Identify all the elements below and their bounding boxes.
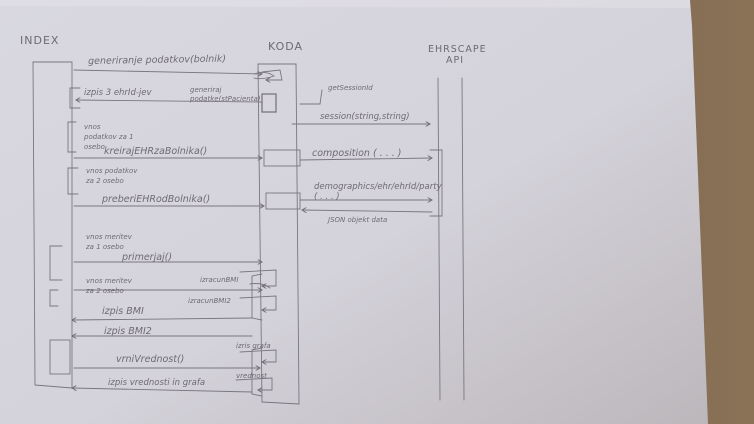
self-loop-graf <box>239 349 277 362</box>
msg-json: JSON objekt data <box>328 216 388 224</box>
arrow-json <box>302 210 433 212</box>
koda-lifeline-left <box>257 63 263 403</box>
header-api: API <box>446 55 465 66</box>
arrow-composition <box>299 158 432 160</box>
arrow-generiranje <box>73 69 262 74</box>
header-index: INDEX <box>20 34 60 47</box>
koda-activation-1 <box>261 93 277 113</box>
koda-lifeline-bottom <box>261 401 300 405</box>
koda-activation-2 <box>263 149 301 167</box>
arrow-izpis-bmi <box>72 318 253 320</box>
msg-izracun-bmi2: izracunBMI2 <box>188 297 231 305</box>
msg-meritve-1: vnos meritev za 1 osebo <box>86 233 132 251</box>
index-lifeline-bottom <box>34 384 73 389</box>
msg-meritve-2: vnos meritev za 2 osebo <box>86 277 132 295</box>
msg-izpis-bmi2: izpis BMI2 <box>104 326 152 337</box>
msg-demographics: demographics/ehr/ehrId/party ( . . . ) <box>314 182 442 202</box>
arrow-izpis-vrednosti <box>72 388 253 393</box>
msg-izpis-bmi: izpis BMI <box>102 306 144 317</box>
paper-highlight <box>0 0 690 8</box>
msg-vrednost: vrednost <box>236 372 267 380</box>
koda-lifeline-right <box>295 63 300 405</box>
index-activation-4 <box>49 245 63 281</box>
msg-izpis-vrednosti: izpis vrednosti in grafa <box>108 378 206 388</box>
koda-activation-3 <box>265 192 301 210</box>
index-lifeline-left <box>32 61 36 386</box>
arrow-getsession <box>299 89 323 105</box>
ehrscape-bracket <box>429 149 443 217</box>
msg-generiraj-podatke: generiraj podatke(stPacienta) <box>190 86 261 103</box>
scribble-1 <box>253 71 275 80</box>
index-activation-5 <box>49 289 59 307</box>
koda-activation-5 <box>251 347 263 397</box>
msg-session: session(string,string) <box>320 112 410 122</box>
msg-primerjaj: primerjaj() <box>122 252 173 263</box>
paper-sheet <box>0 0 708 424</box>
ehrscape-lifeline-right <box>461 77 465 401</box>
index-activation-3 <box>67 167 79 195</box>
msg-vnos-2: vnos podatkov za 2 osebo <box>86 167 138 185</box>
header-ehrscape: EHRSCAPE <box>428 44 487 55</box>
ehrscape-lifeline-left <box>437 77 441 401</box>
self-loop-bmi2 <box>239 295 277 310</box>
header-koda: KODA <box>268 40 304 53</box>
msg-preberi: preberiEHRodBolnika() <box>102 194 211 205</box>
index-activation-2 <box>67 121 77 153</box>
msg-composition: composition ( . . . ) <box>312 148 402 159</box>
msg-izpis-ehrid: izpis 3 ehrId-jev <box>84 88 152 98</box>
msg-getsessionid: getSessionId <box>328 84 373 92</box>
self-loop-bmi <box>239 269 277 286</box>
self-loop-1 <box>261 69 283 80</box>
msg-izris-grafa: izris grafa <box>236 342 271 350</box>
self-loop-vrednost <box>235 377 273 390</box>
scribble-2 <box>249 283 271 289</box>
msg-izracun-bmi: izracunBMI <box>200 276 239 284</box>
index-activation-1 <box>69 87 81 109</box>
msg-vrni-vrednost: vrniVrednost() <box>116 354 185 365</box>
index-activation-6 <box>49 339 71 375</box>
msg-vnos-1: vnos podatkov za 1 osebo <box>84 123 134 151</box>
msg-kreiraj: kreirajEHRzaBolnika() <box>104 146 208 157</box>
arrow-izpis-ehrid <box>76 100 263 102</box>
